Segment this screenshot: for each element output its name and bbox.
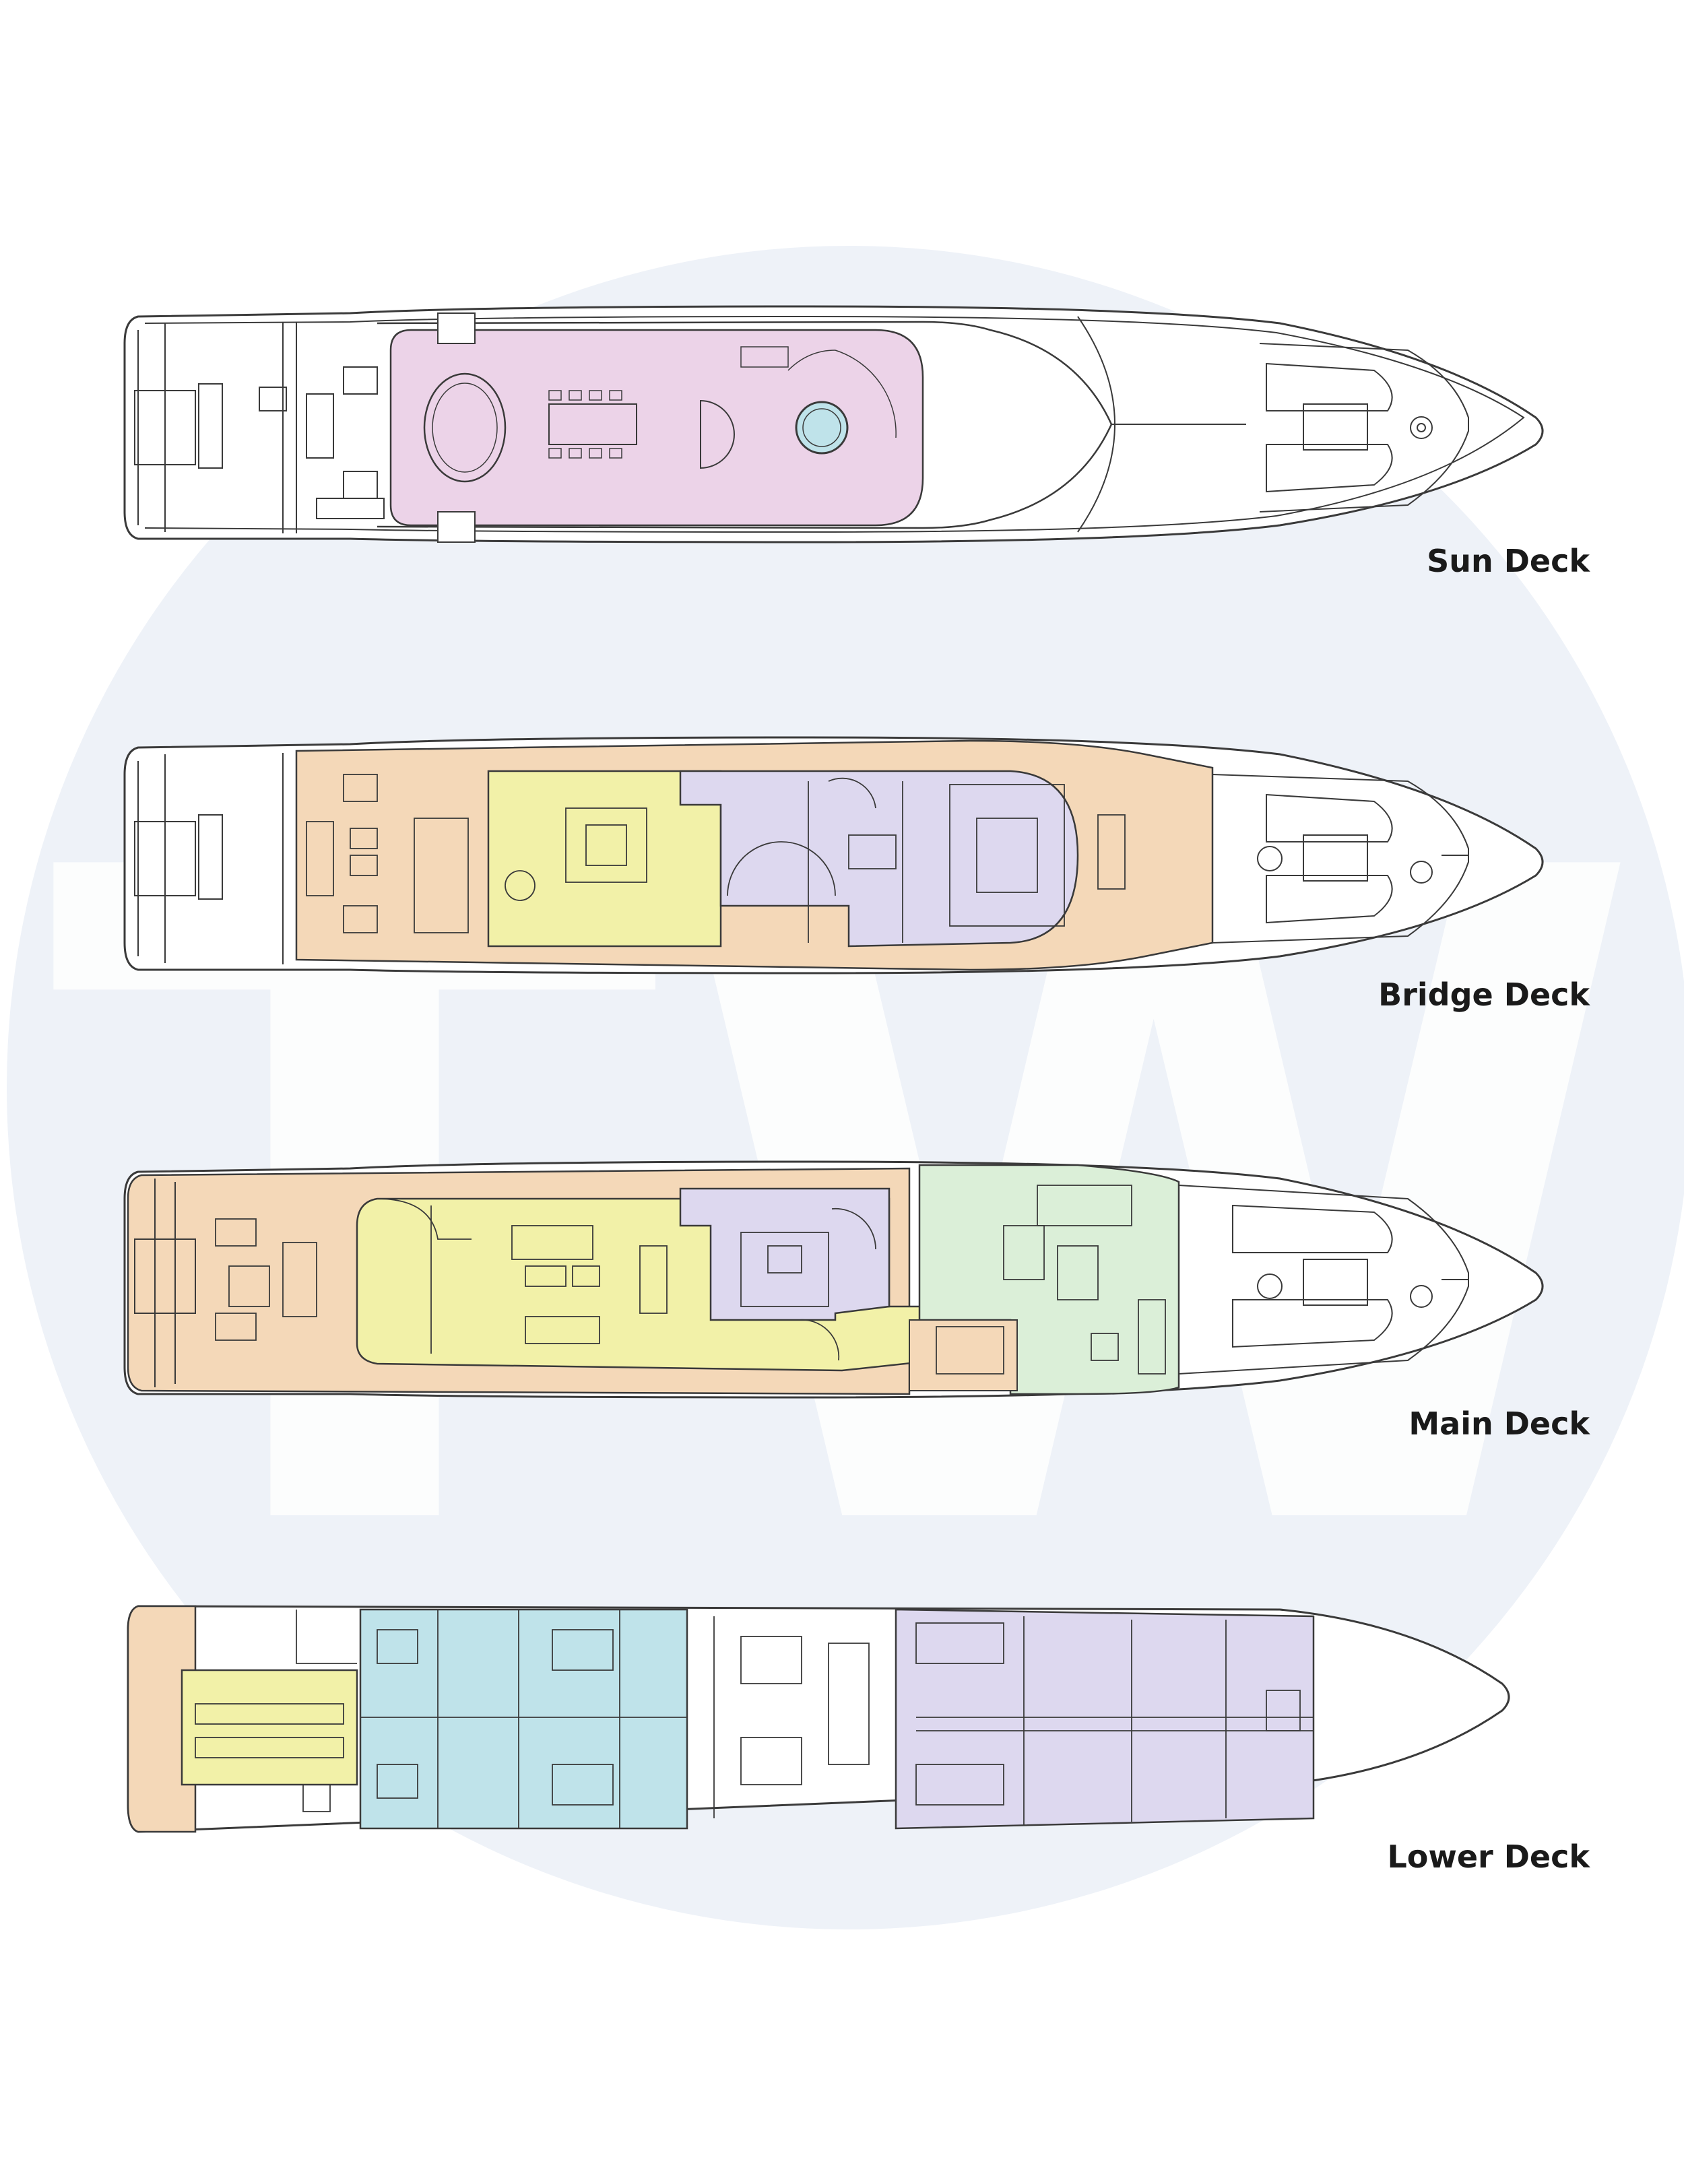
lower-deck-guest-cabins-zone — [359, 1608, 688, 1830]
sun-deck-plan — [123, 305, 1544, 543]
sun-deck-guest-zone — [389, 329, 924, 527]
lower-deck-plan — [127, 1605, 1510, 1833]
lower-deck-label: Lower Deck — [1387, 1839, 1590, 1875]
bridge-deck-crew-zone — [679, 770, 1079, 948]
lower-deck-beach-club-lounge — [181, 1669, 358, 1786]
main-deck-label: Main Deck — [1408, 1405, 1590, 1442]
lower-deck-beach-club-zone — [127, 1605, 197, 1833]
bridge-deck-plan — [123, 736, 1544, 974]
bridge-deck-label: Bridge Deck — [1378, 977, 1590, 1013]
main-deck-galley-zone — [679, 1187, 890, 1321]
sun-deck-label: Sun Deck — [1427, 543, 1590, 579]
lower-deck-crew-zone — [895, 1608, 1315, 1830]
main-deck-plan — [123, 1160, 1544, 1399]
main-deck-owner-suite-zone — [918, 1164, 1180, 1395]
